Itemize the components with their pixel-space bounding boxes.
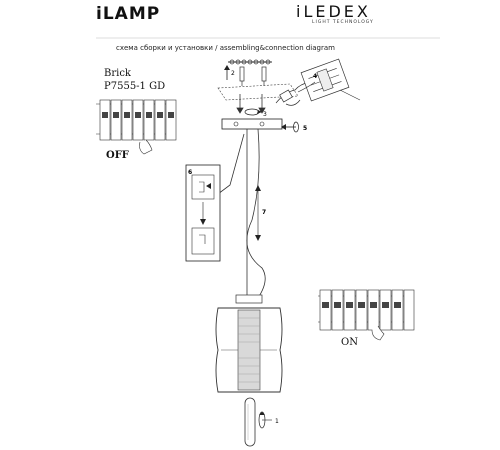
iledex-tagline: LIGHT TECHNOLOGY	[312, 20, 374, 25]
step-2-arrow	[224, 65, 230, 80]
step-5-screw	[281, 121, 299, 133]
diagram-title: схема сборки и установки / assembling&co…	[116, 44, 335, 52]
mount-screws	[236, 94, 266, 114]
step-6-label: 6	[188, 169, 192, 176]
switch-off-label: OFF	[106, 150, 129, 161]
switch-on-label: ON	[341, 337, 358, 348]
bulb	[244, 397, 256, 447]
step-3-rotate-icon	[244, 108, 262, 116]
breaker-panel-off	[96, 99, 177, 155]
ilamp-logo: iLAMP	[96, 4, 161, 24]
product-code: P7555-1 GD	[104, 81, 166, 92]
lamp-shade	[215, 294, 283, 393]
step-7-arrow	[255, 185, 261, 241]
step-2-label: 2	[231, 70, 235, 77]
breaker-panel-on	[318, 289, 415, 341]
step-7-label: 7	[262, 209, 266, 216]
product-name: Brick	[104, 68, 131, 79]
ceiling-screws	[228, 59, 272, 65]
step-4-detail	[297, 58, 361, 102]
step-6-callout	[185, 164, 221, 262]
wall-anchors	[239, 66, 267, 86]
terminal-block	[275, 81, 311, 106]
iledex-logo: iLEDEX	[296, 2, 371, 21]
step-1-rotate-icon	[258, 411, 272, 429]
step-1-label: 1	[275, 418, 279, 425]
step-5-label: 5	[303, 125, 307, 132]
step-3-label: 3	[263, 111, 267, 118]
step-4-label: 4	[313, 73, 317, 80]
mounting-bracket	[221, 118, 283, 130]
